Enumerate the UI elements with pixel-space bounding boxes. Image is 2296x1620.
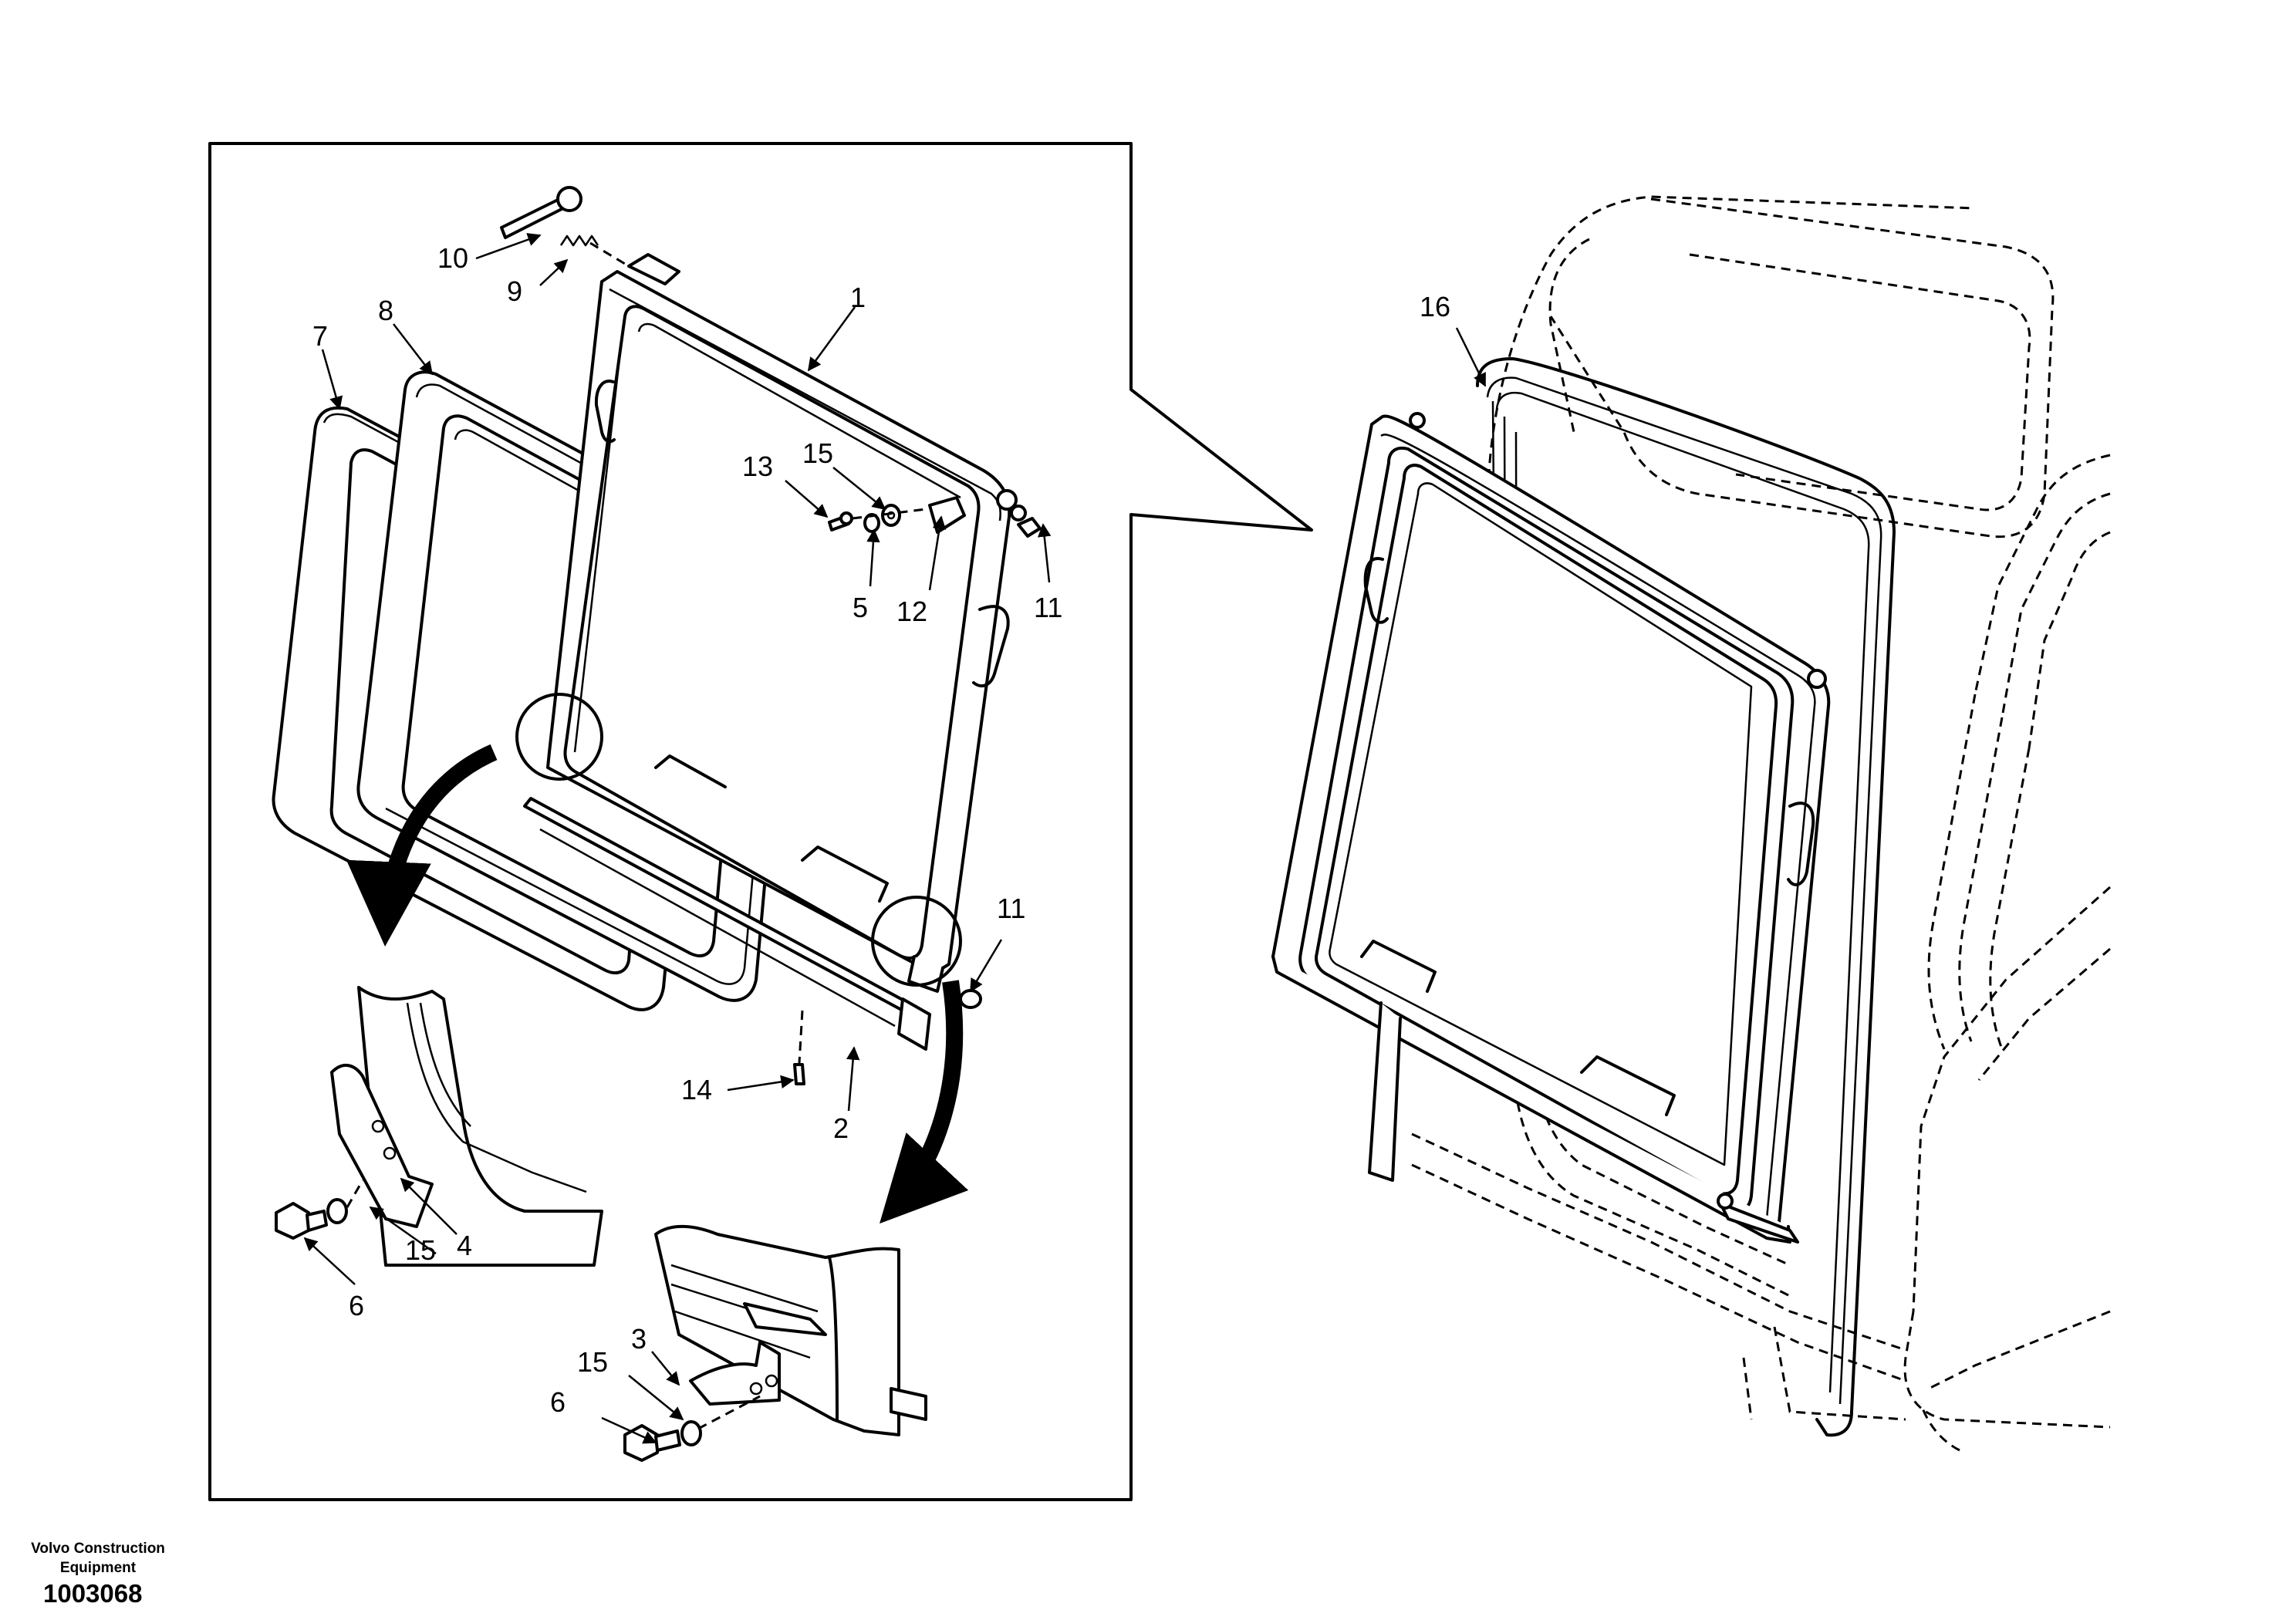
callout-6a: 6 xyxy=(349,1290,364,1321)
rail-part-2 xyxy=(523,797,931,1051)
callout-5: 5 xyxy=(853,592,868,623)
callout-8: 8 xyxy=(378,295,393,326)
brand-name: Volvo Construction Equipment xyxy=(31,1541,165,1576)
cab-window-frame xyxy=(1271,412,1831,1244)
callout-15b: 15 xyxy=(405,1234,436,1266)
callout-7: 7 xyxy=(312,320,328,352)
callout-10: 10 xyxy=(437,242,468,274)
magnify-circle-left xyxy=(515,693,603,781)
drawing-number: 1003068 xyxy=(43,1579,143,1608)
callout-6b: 6 xyxy=(550,1386,566,1418)
leader-lines xyxy=(303,233,1487,1444)
callout-16: 16 xyxy=(1420,291,1450,322)
curved-arrow-left xyxy=(346,744,498,947)
bracket-detail-right xyxy=(654,1224,927,1436)
window-frame-part-1 xyxy=(546,253,1027,993)
callout-15a: 15 xyxy=(802,437,833,469)
callout-3: 3 xyxy=(631,1323,647,1355)
callout-13: 13 xyxy=(742,451,773,482)
bracket-detail-left xyxy=(330,986,603,1267)
callout-15c: 15 xyxy=(577,1346,608,1378)
callout-11b: 11 xyxy=(997,893,1025,924)
callout-14: 14 xyxy=(681,1074,712,1105)
callout-9: 9 xyxy=(507,275,522,307)
callout-12: 12 xyxy=(896,596,927,627)
magnify-circle-right xyxy=(871,896,962,987)
door-seal-16 xyxy=(1476,357,1896,1437)
callout-2: 2 xyxy=(833,1112,849,1144)
callout-11a: 11 xyxy=(1034,592,1062,623)
curved-arrow-right xyxy=(880,980,969,1224)
callout-4: 4 xyxy=(457,1230,472,1261)
hardware xyxy=(275,186,1042,1462)
detail-frame xyxy=(208,142,1313,1501)
callout-1: 1 xyxy=(850,282,866,313)
